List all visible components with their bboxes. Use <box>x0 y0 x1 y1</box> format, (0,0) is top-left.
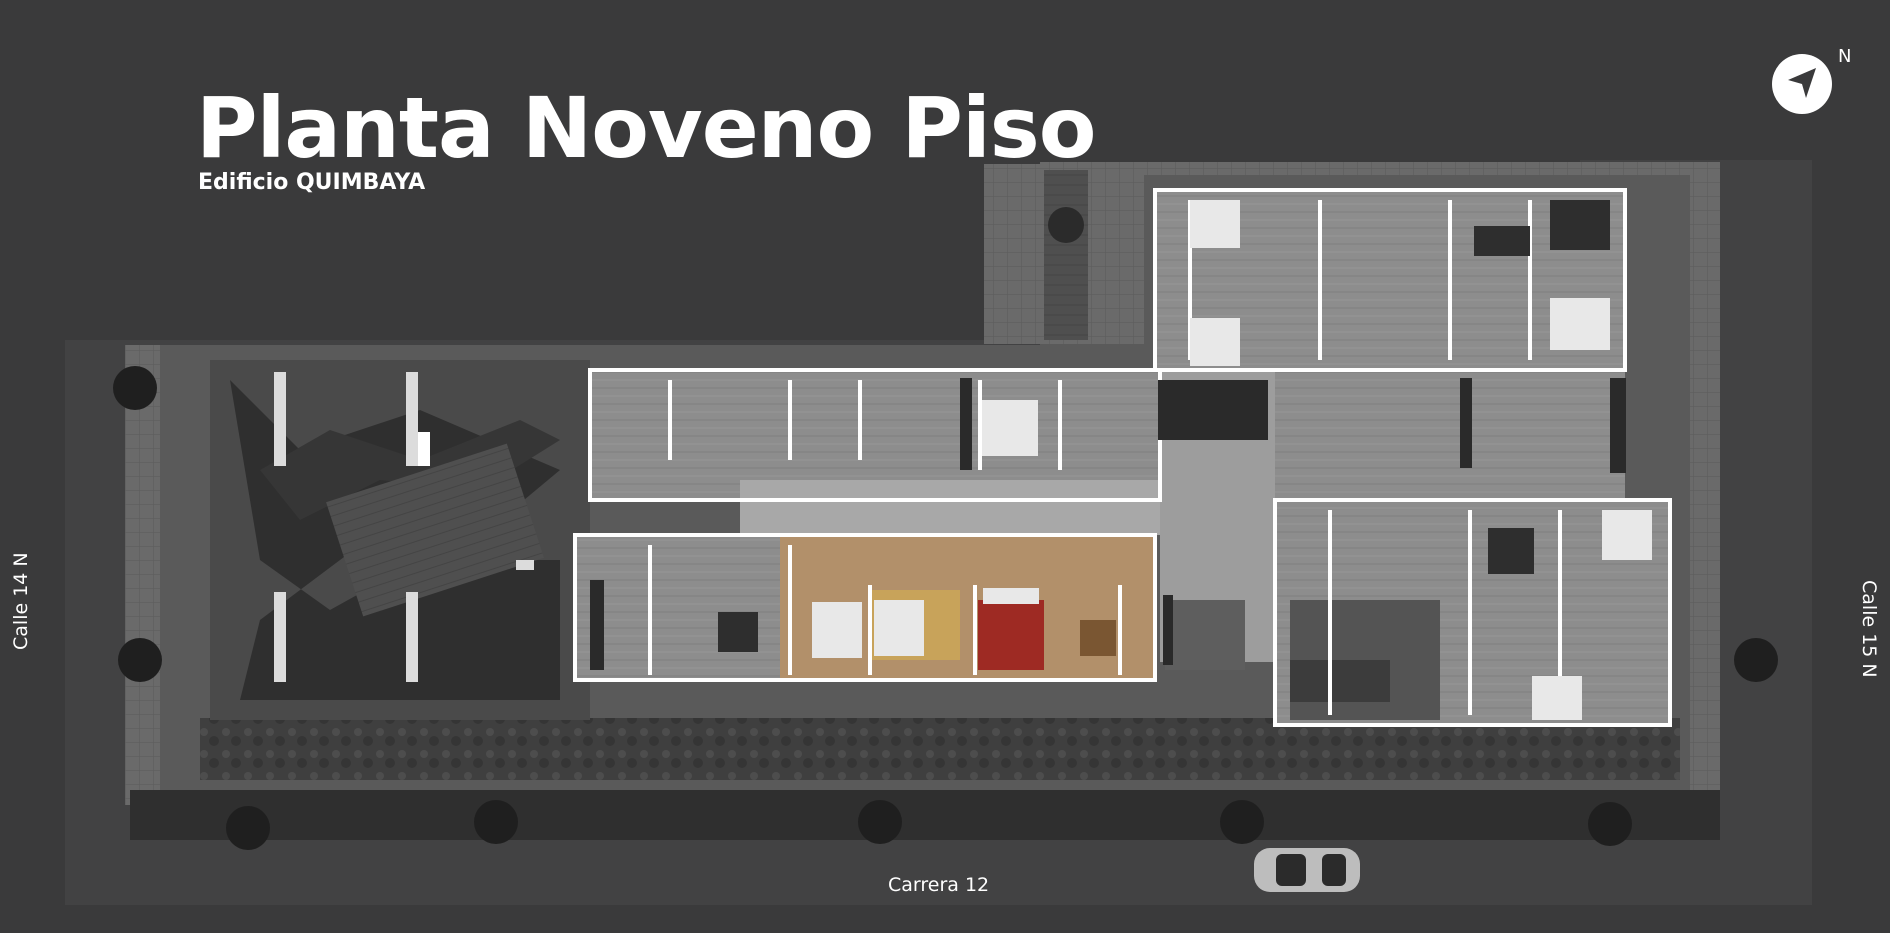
car-icon <box>1254 848 1360 892</box>
garden-south <box>200 718 1680 780</box>
compass-label: N <box>1838 46 1852 67</box>
street-label-west: Calle 14 N <box>10 552 32 650</box>
street-label-east: Calle 15 N <box>1858 580 1880 678</box>
tree-icon <box>113 366 1778 850</box>
apartment-west <box>590 370 1160 500</box>
apartment-south-west <box>575 535 780 680</box>
street-label-south: Carrera 12 <box>888 874 990 896</box>
apartment-east <box>1275 370 1625 500</box>
map-title: Planta Noveno Piso <box>196 79 1096 177</box>
compass-icon <box>1772 54 1832 114</box>
map-subtitle: Edificio QUIMBAYA <box>198 170 426 195</box>
